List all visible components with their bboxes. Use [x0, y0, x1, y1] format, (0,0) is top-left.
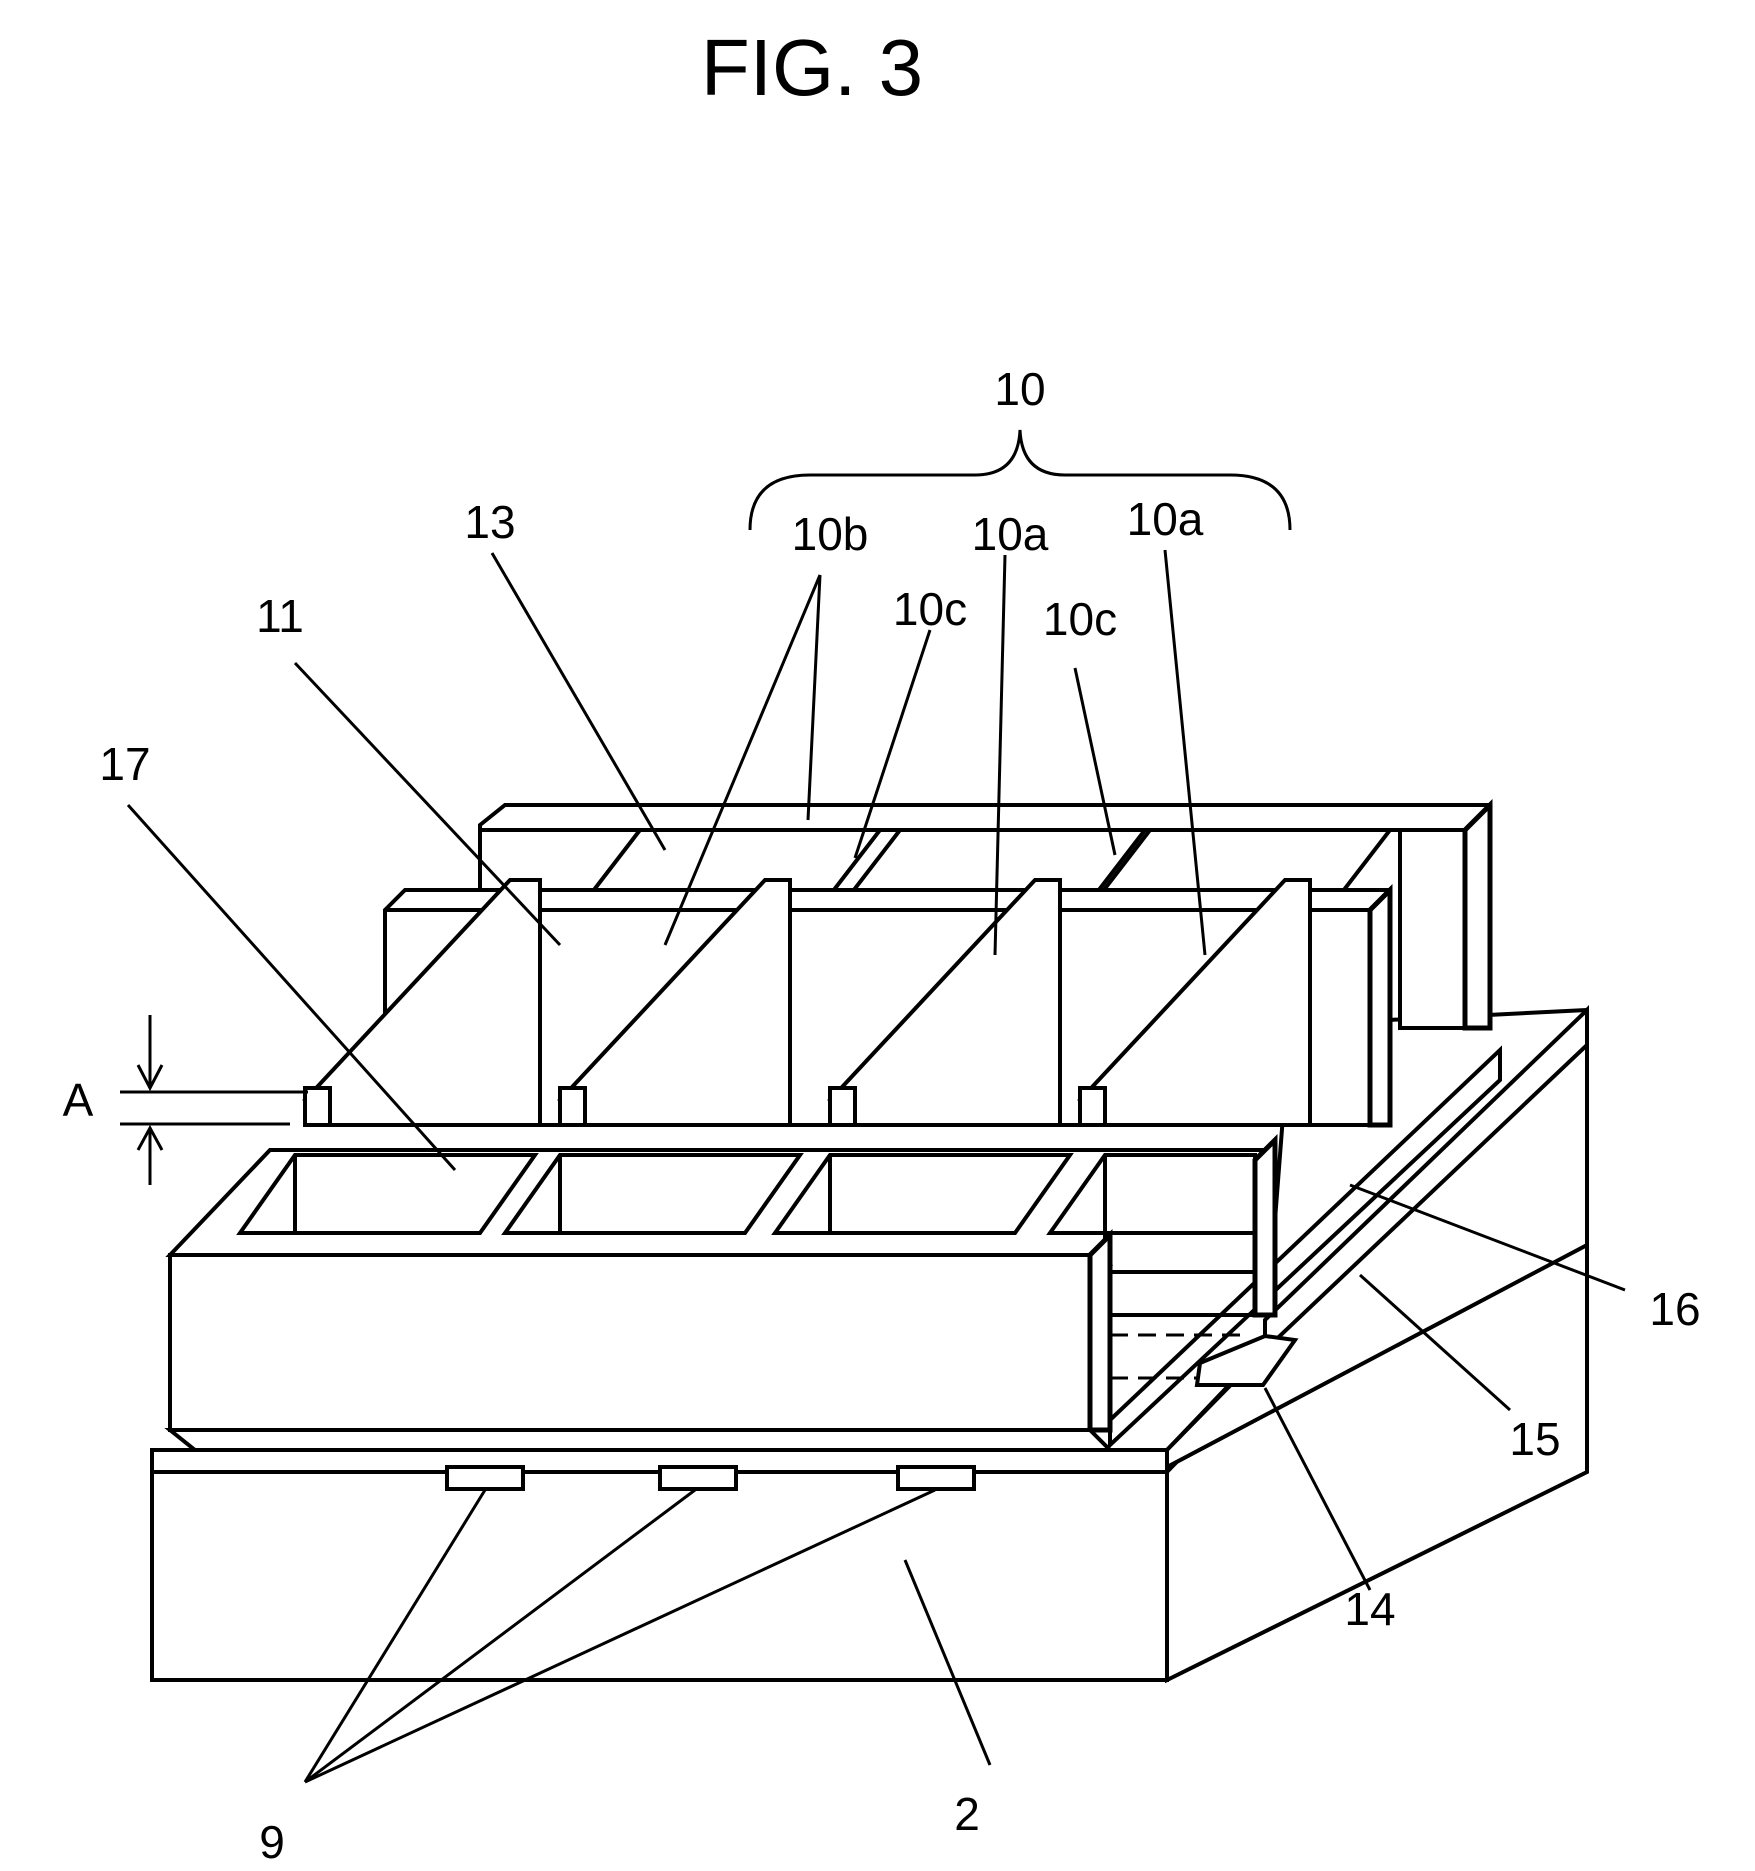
- label-a: A: [63, 1074, 94, 1126]
- front-frame: [170, 1140, 1275, 1450]
- label-9: 9: [259, 1816, 285, 1868]
- label-14: 14: [1344, 1583, 1395, 1635]
- label-10a-1: 10a: [972, 508, 1049, 560]
- label-15: 15: [1509, 1413, 1560, 1465]
- label-17: 17: [99, 738, 150, 790]
- label-16: 16: [1649, 1283, 1700, 1335]
- label-10a-2: 10a: [1127, 493, 1204, 545]
- figure-title: FIG. 3: [701, 23, 923, 112]
- label-10: 10: [994, 363, 1045, 415]
- label-2: 2: [954, 1788, 980, 1840]
- label-11: 11: [256, 590, 304, 642]
- label-10c-2: 10c: [1043, 593, 1117, 645]
- label-10c-1: 10c: [893, 583, 967, 635]
- label-13: 13: [464, 496, 515, 548]
- label-10b: 10b: [792, 508, 869, 560]
